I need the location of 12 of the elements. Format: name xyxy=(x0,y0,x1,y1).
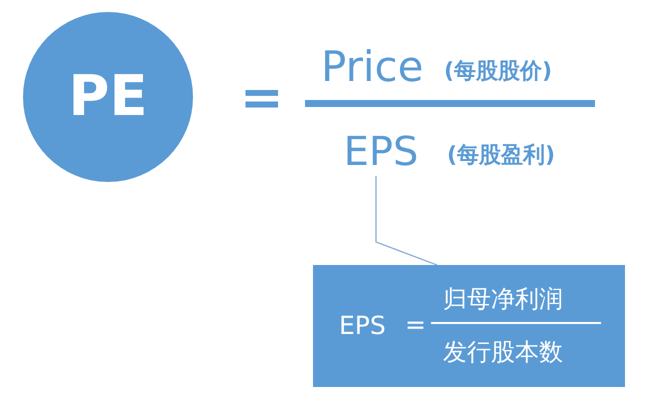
denominator: 发行股本数 xyxy=(443,340,563,364)
circle-node: PE xyxy=(23,12,193,182)
equals-sign: = xyxy=(240,72,284,124)
annotation: (每股盈利) xyxy=(447,145,556,167)
formula-text: EPS xyxy=(339,313,386,338)
equals-sign: = xyxy=(405,312,426,337)
leader-line xyxy=(375,176,438,266)
formula-box xyxy=(313,265,625,387)
fraction-denominator: EPS xyxy=(336,128,426,176)
fraction-numerator: Price xyxy=(321,46,424,88)
annotation: (每股股价) xyxy=(444,61,552,83)
numerator: 归母净利润 xyxy=(443,287,563,311)
